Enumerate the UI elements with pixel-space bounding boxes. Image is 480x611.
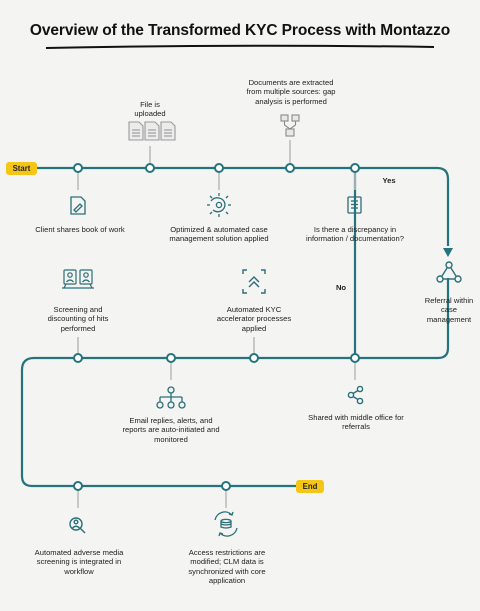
label-referral: Referral within case management: [424, 296, 474, 324]
node-access: [221, 481, 231, 491]
node-email: [166, 353, 176, 363]
title-underline: [45, 44, 435, 49]
magnifier-person-icon: [69, 517, 86, 534]
node-client-shares: [73, 163, 83, 173]
flow-line: [20, 166, 450, 488]
label-shared-middle-office: Shared with middle office for referrals: [308, 413, 404, 432]
node-documents: [285, 163, 295, 173]
node-adverse: [73, 481, 83, 491]
label-client-shares: Client shares book of work: [35, 225, 125, 234]
label-email-replies: Email replies, alerts, and reports are a…: [122, 416, 220, 444]
label-kyc-accelerator: Automated KYC accelerator processes appl…: [216, 305, 292, 333]
network-icon: [436, 261, 462, 283]
label-discrepancy-question: Is there a discrepancy in information / …: [306, 225, 404, 244]
node-file-uploaded: [145, 163, 155, 173]
page-title: Overview of the Transformed KYC Process …: [29, 22, 451, 39]
funnel-merge-icon: [280, 114, 300, 137]
node-discrepancy: [350, 163, 360, 173]
scan-frame-icon: [242, 269, 266, 294]
node-optimized: [214, 163, 224, 173]
label-file-uploaded: File is uploaded: [134, 100, 166, 119]
process-gear-icon: [207, 193, 231, 217]
document-list-icon: [347, 196, 362, 214]
document-pen-icon: [70, 196, 86, 215]
yes-label: Yes: [382, 176, 396, 185]
label-adverse-media: Automated adverse media screening is int…: [34, 548, 124, 576]
org-chart-icon: [156, 386, 186, 409]
start-pill: Start: [6, 162, 37, 175]
profile-cards-icon: [62, 269, 94, 289]
database-sync-icon: [214, 511, 238, 537]
share-icon: [347, 385, 364, 405]
referral-arrowhead: [443, 248, 453, 257]
label-screening: Screening and discounting of hits perfor…: [47, 305, 109, 333]
end-pill: End: [296, 480, 324, 493]
documents-icon: [128, 121, 176, 141]
flow-nodes: [73, 163, 360, 491]
label-documents-extracted: Documents are extracted from multiple so…: [246, 78, 336, 106]
node-shared: [350, 353, 360, 363]
node-screening: [73, 353, 83, 363]
label-access-restrictions: Access restrictions are modified; CLM da…: [188, 548, 266, 586]
node-kyc: [249, 353, 259, 363]
no-label: No: [335, 283, 347, 292]
label-optimized-solution: Optimized & automated case management so…: [169, 225, 269, 244]
